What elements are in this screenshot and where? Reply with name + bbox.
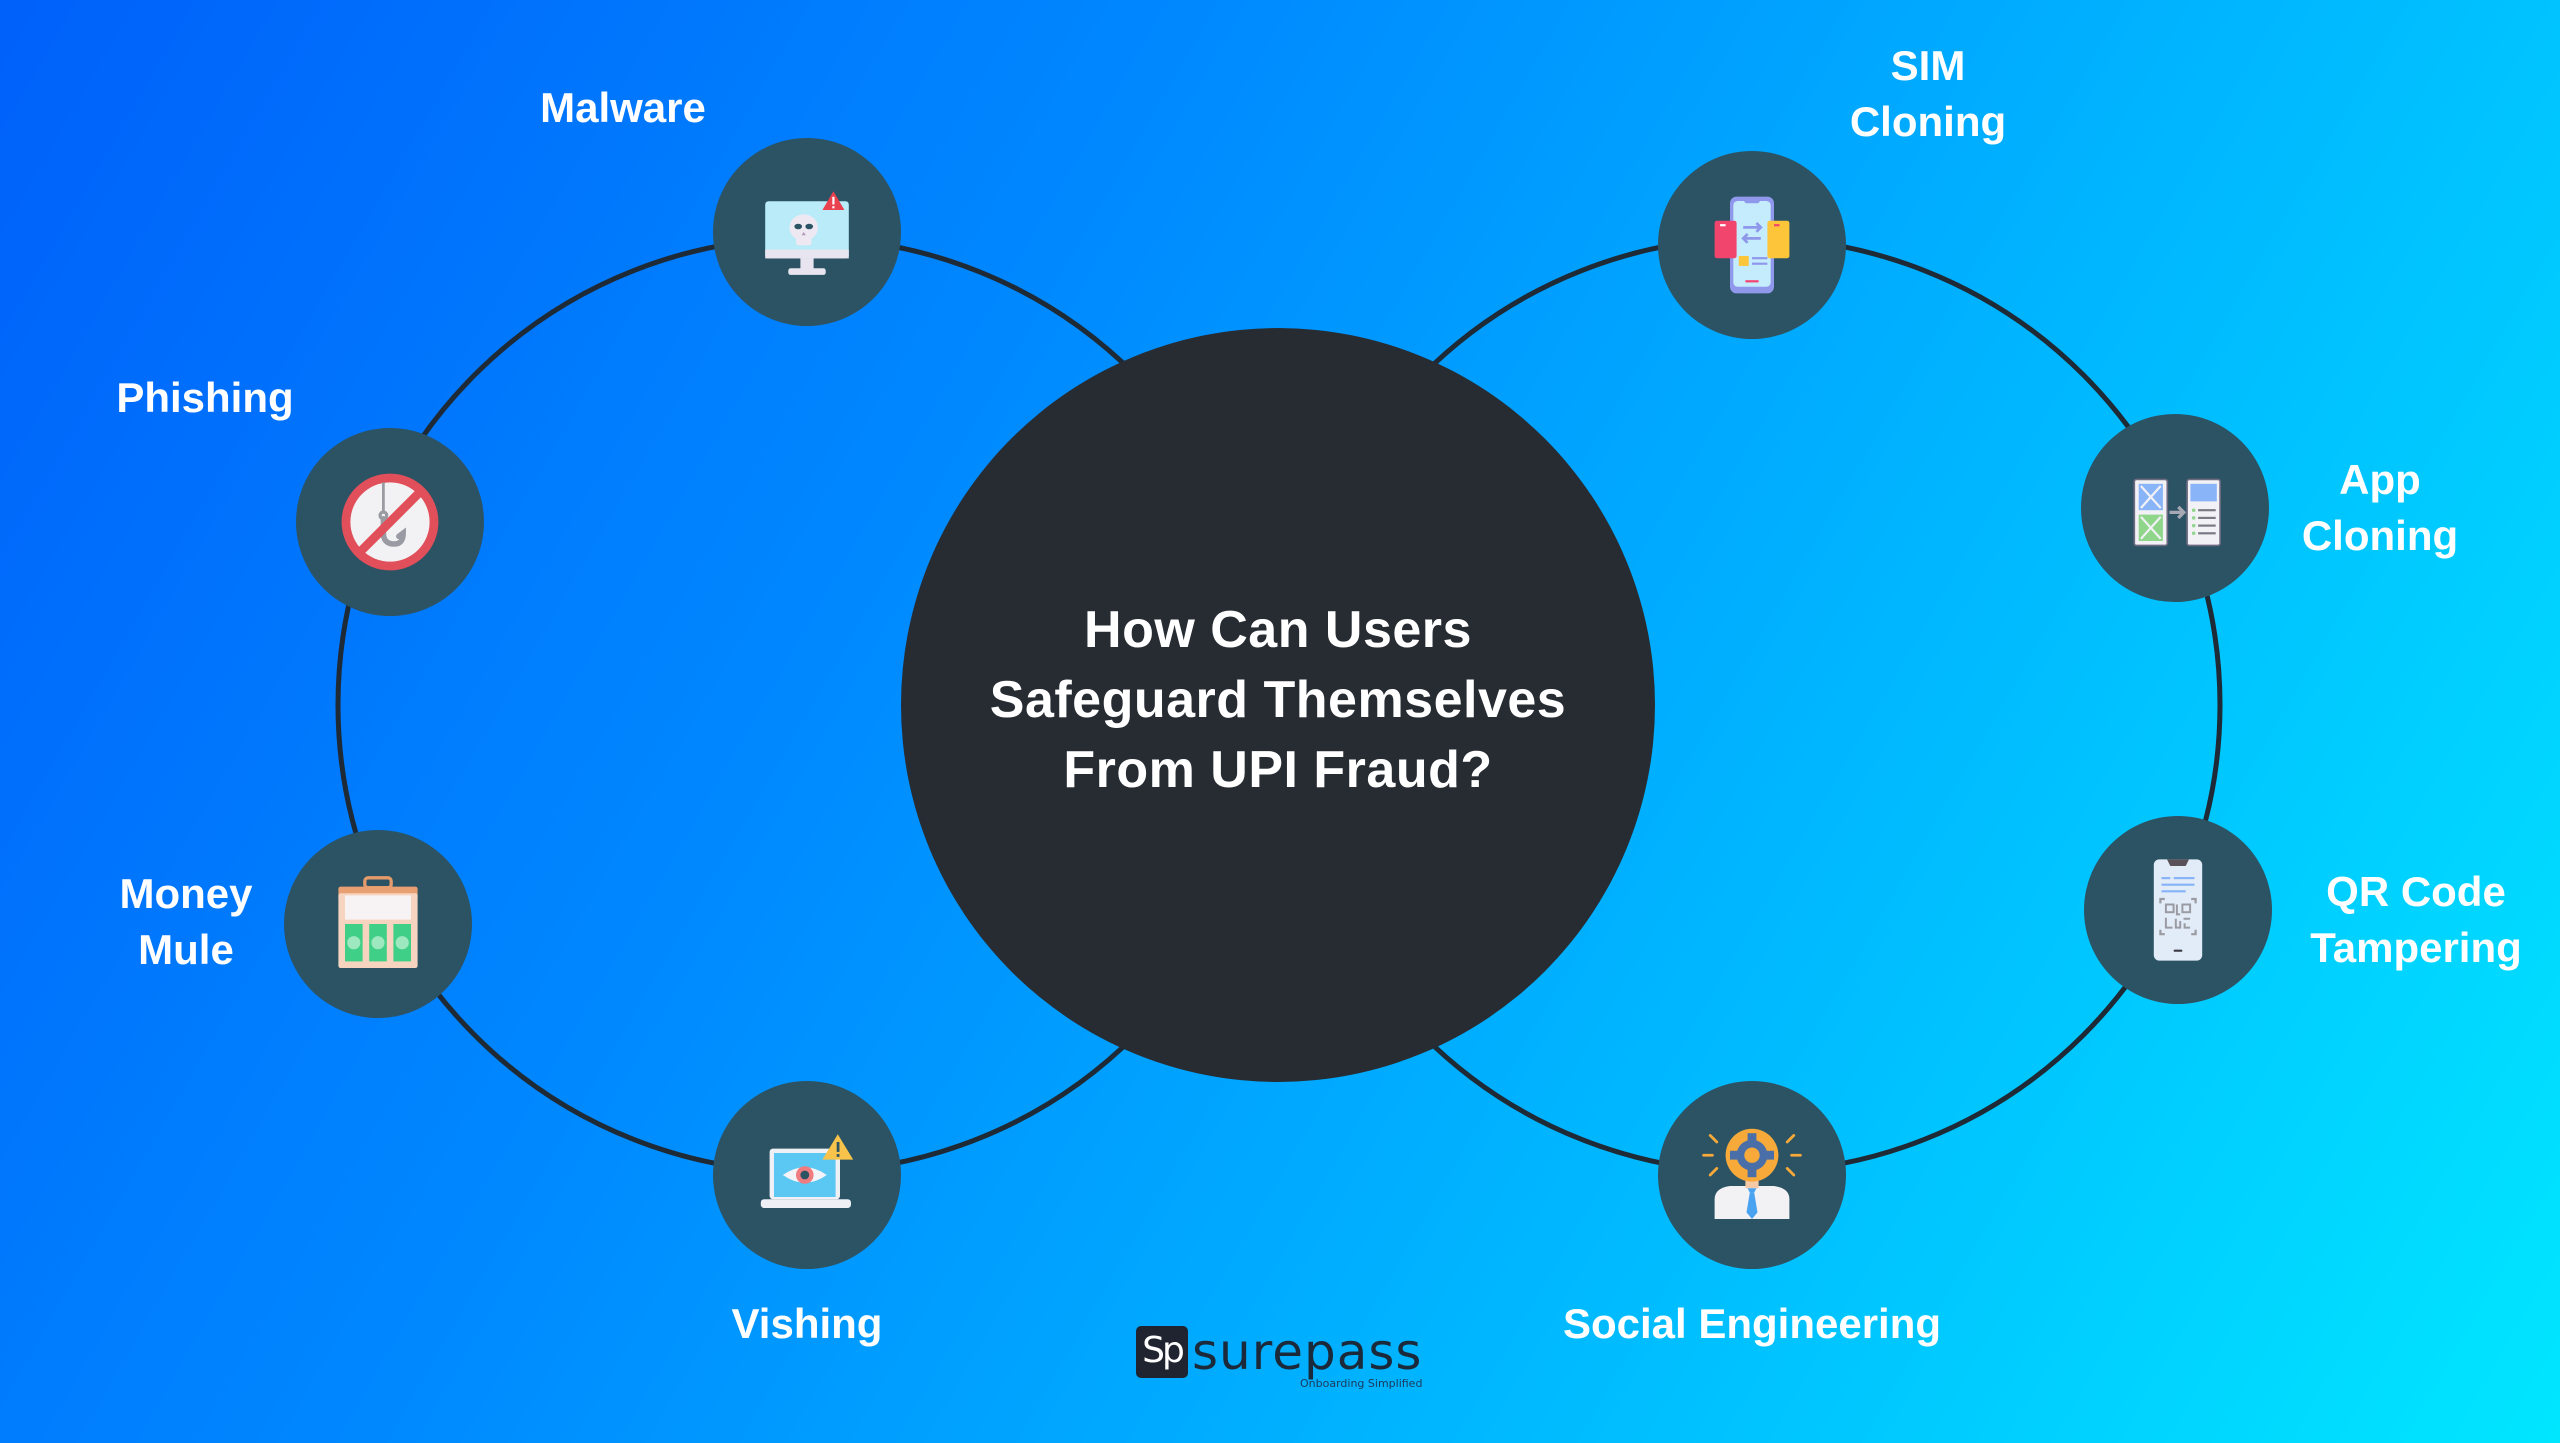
- center-circle: How Can Users Safeguard Themselves From …: [901, 328, 1655, 1082]
- app-copy-arrow-icon: [2133, 478, 2221, 547]
- logo-tagline: Onboarding Simplified: [1300, 1377, 1423, 1390]
- person-gear-head-icon: [1702, 1128, 1802, 1219]
- logo-mark: Sp: [1136, 1326, 1188, 1378]
- node-app-cloning: [2081, 414, 2269, 602]
- label-sim-cloning-line1: SIM: [1890, 42, 1966, 89]
- label-malware: Malware: [540, 84, 706, 131]
- node-malware: [713, 138, 901, 326]
- surepass-logo: Sp surepass Onboarding Simplified: [1136, 1323, 1423, 1390]
- label-qr-code-tampering: QR Code Tampering: [2310, 864, 2522, 976]
- label-sim-cloning-line2: Cloning: [1849, 98, 2007, 145]
- label-app-cloning-line2: Cloning: [2301, 512, 2459, 559]
- laptop-eye-warning-icon: [760, 1134, 854, 1208]
- label-money-mule: Money Mule: [119, 866, 252, 978]
- label-app-cloning: App Cloning: [2302, 452, 2458, 564]
- phone-qr-code-icon: [2153, 859, 2203, 961]
- label-social-engineering: Social Engineering: [1562, 1300, 1942, 1347]
- label-money-mule-line1: Money: [119, 870, 253, 917]
- label-qr-code-tampering-line1: QR Code: [2326, 868, 2506, 915]
- logo-wordmark: surepass: [1192, 1323, 1423, 1381]
- label-vishing: Vishing: [731, 1300, 883, 1347]
- center-title: How Can Users Safeguard Themselves From …: [989, 601, 1567, 799]
- label-app-cloning-line1: App: [2339, 456, 2421, 503]
- node-vishing: [713, 1081, 901, 1269]
- label-qr-code-tampering-line2: Tampering: [2310, 924, 2522, 971]
- no-fishhook-icon: [341, 473, 439, 571]
- node-phishing: [296, 428, 484, 616]
- label-phishing: Phishing: [116, 374, 294, 421]
- node-social-engineering: [1658, 1081, 1846, 1269]
- node-qr-code-tampering: [2084, 816, 2272, 1004]
- label-sim-cloning: SIM Cloning: [1850, 38, 2006, 150]
- logo-text: surepass Onboarding Simplified: [1192, 1323, 1423, 1390]
- node-sim-cloning: [1658, 151, 1846, 339]
- phone-sim-swap-icon: [1714, 196, 1790, 294]
- label-money-mule-line2: Mule: [138, 926, 234, 973]
- briefcase-cash-icon: [338, 876, 418, 968]
- node-money-mule: [284, 830, 472, 1018]
- computer-skull-warning-icon: [765, 191, 849, 275]
